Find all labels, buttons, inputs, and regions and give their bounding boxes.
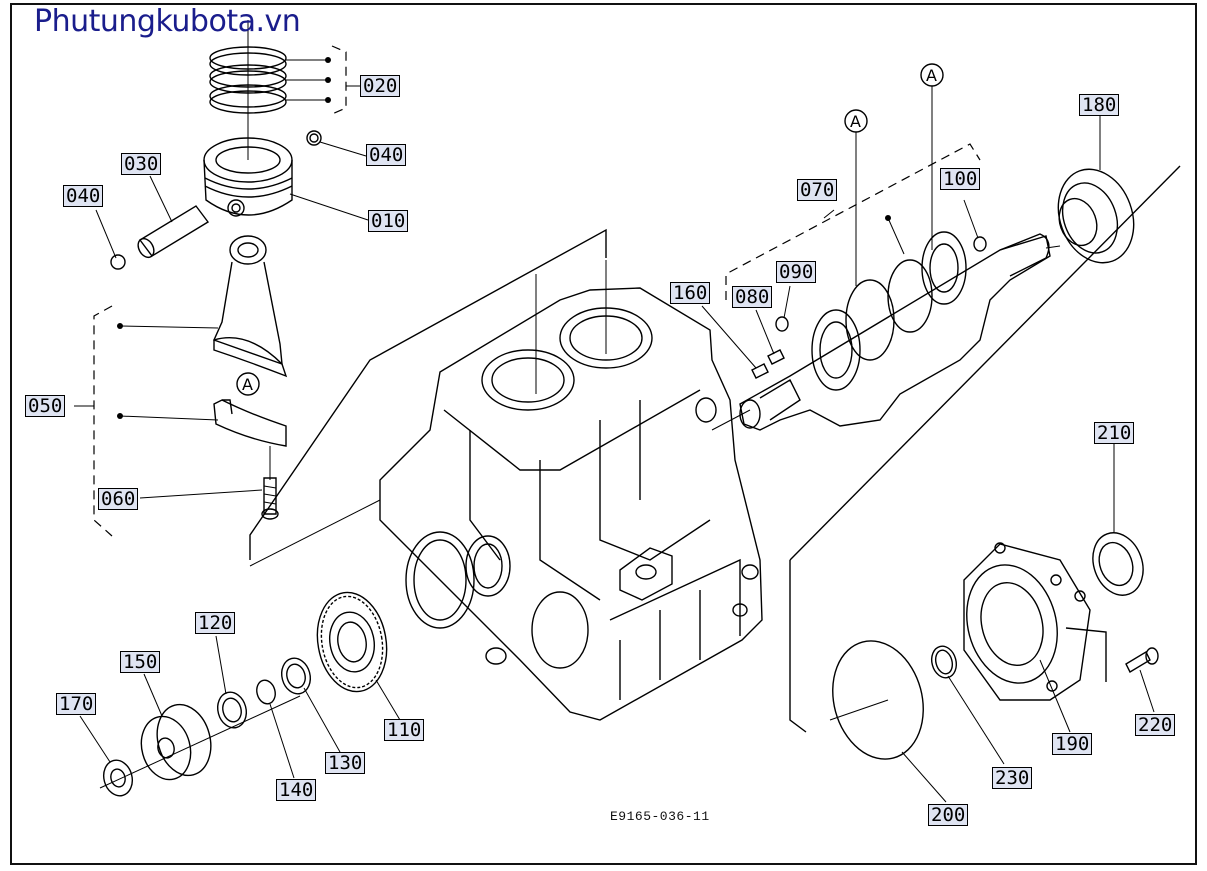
callout-040-lower[interactable]: 040 bbox=[63, 185, 104, 207]
callout-060[interactable]: 060 bbox=[98, 488, 139, 510]
callout-230[interactable]: 230 bbox=[992, 767, 1033, 789]
ref-marker-text: A bbox=[242, 375, 253, 394]
callout-160[interactable]: 160 bbox=[670, 282, 711, 304]
site-watermark: Phutungkubota.vn bbox=[34, 4, 301, 39]
connecting-rod bbox=[74, 235, 288, 537]
crankshaft bbox=[725, 86, 1061, 431]
callout-170[interactable]: 170 bbox=[56, 693, 97, 715]
piston-pin bbox=[95, 175, 210, 270]
callout-180[interactable]: 180 bbox=[1079, 94, 1120, 116]
small-parts-080-090-100-160 bbox=[701, 199, 987, 379]
ref-marker-a-crank-2: A bbox=[920, 63, 944, 87]
o-ring-140 bbox=[256, 679, 295, 779]
callout-030[interactable]: 030 bbox=[121, 153, 162, 175]
callout-210[interactable]: 210 bbox=[1094, 422, 1135, 444]
callout-040-upper[interactable]: 040 bbox=[366, 144, 407, 166]
o-ring-230 bbox=[930, 645, 1005, 765]
gasket-200 bbox=[829, 640, 947, 803]
callout-200[interactable]: 200 bbox=[928, 804, 969, 826]
callout-130[interactable]: 130 bbox=[325, 752, 366, 774]
callout-220[interactable]: 220 bbox=[1135, 714, 1176, 736]
callout-050[interactable]: 050 bbox=[25, 395, 66, 417]
rear-bearing-case-190 bbox=[963, 542, 1107, 733]
callout-010[interactable]: 010 bbox=[368, 210, 409, 232]
ref-marker-a-rod: A bbox=[236, 372, 260, 396]
callout-140[interactable]: 140 bbox=[276, 779, 317, 801]
callout-150[interactable]: 150 bbox=[120, 651, 161, 673]
ref-marker-a-crank-1: A bbox=[844, 109, 868, 133]
collar-130 bbox=[280, 657, 341, 753]
crank-gear-110 bbox=[316, 591, 401, 721]
bolt-220 bbox=[1125, 647, 1159, 713]
ref-marker-text: A bbox=[926, 66, 937, 85]
nut-170 bbox=[79, 715, 134, 797]
callout-020[interactable]: 020 bbox=[360, 75, 401, 97]
callout-120[interactable]: 120 bbox=[195, 612, 236, 634]
callout-110[interactable]: 110 bbox=[384, 719, 425, 741]
piston-rings bbox=[209, 20, 360, 160]
cylinder-block bbox=[249, 228, 763, 721]
oil-seal-210 bbox=[1092, 442, 1144, 596]
crankshaft-bearing bbox=[789, 116, 1181, 733]
diagram-frame bbox=[10, 3, 1197, 865]
callout-100[interactable]: 100 bbox=[940, 168, 981, 190]
callout-090[interactable]: 090 bbox=[776, 261, 817, 283]
piston bbox=[203, 130, 369, 221]
crank-pulley-150 bbox=[99, 673, 301, 789]
callout-080[interactable]: 080 bbox=[732, 286, 773, 308]
callout-190[interactable]: 190 bbox=[1052, 733, 1093, 755]
collar-120 bbox=[215, 635, 248, 729]
diagram-code: E9165-036-11 bbox=[610, 809, 710, 824]
callout-070[interactable]: 070 bbox=[797, 179, 838, 201]
ref-marker-text: A bbox=[850, 112, 861, 131]
